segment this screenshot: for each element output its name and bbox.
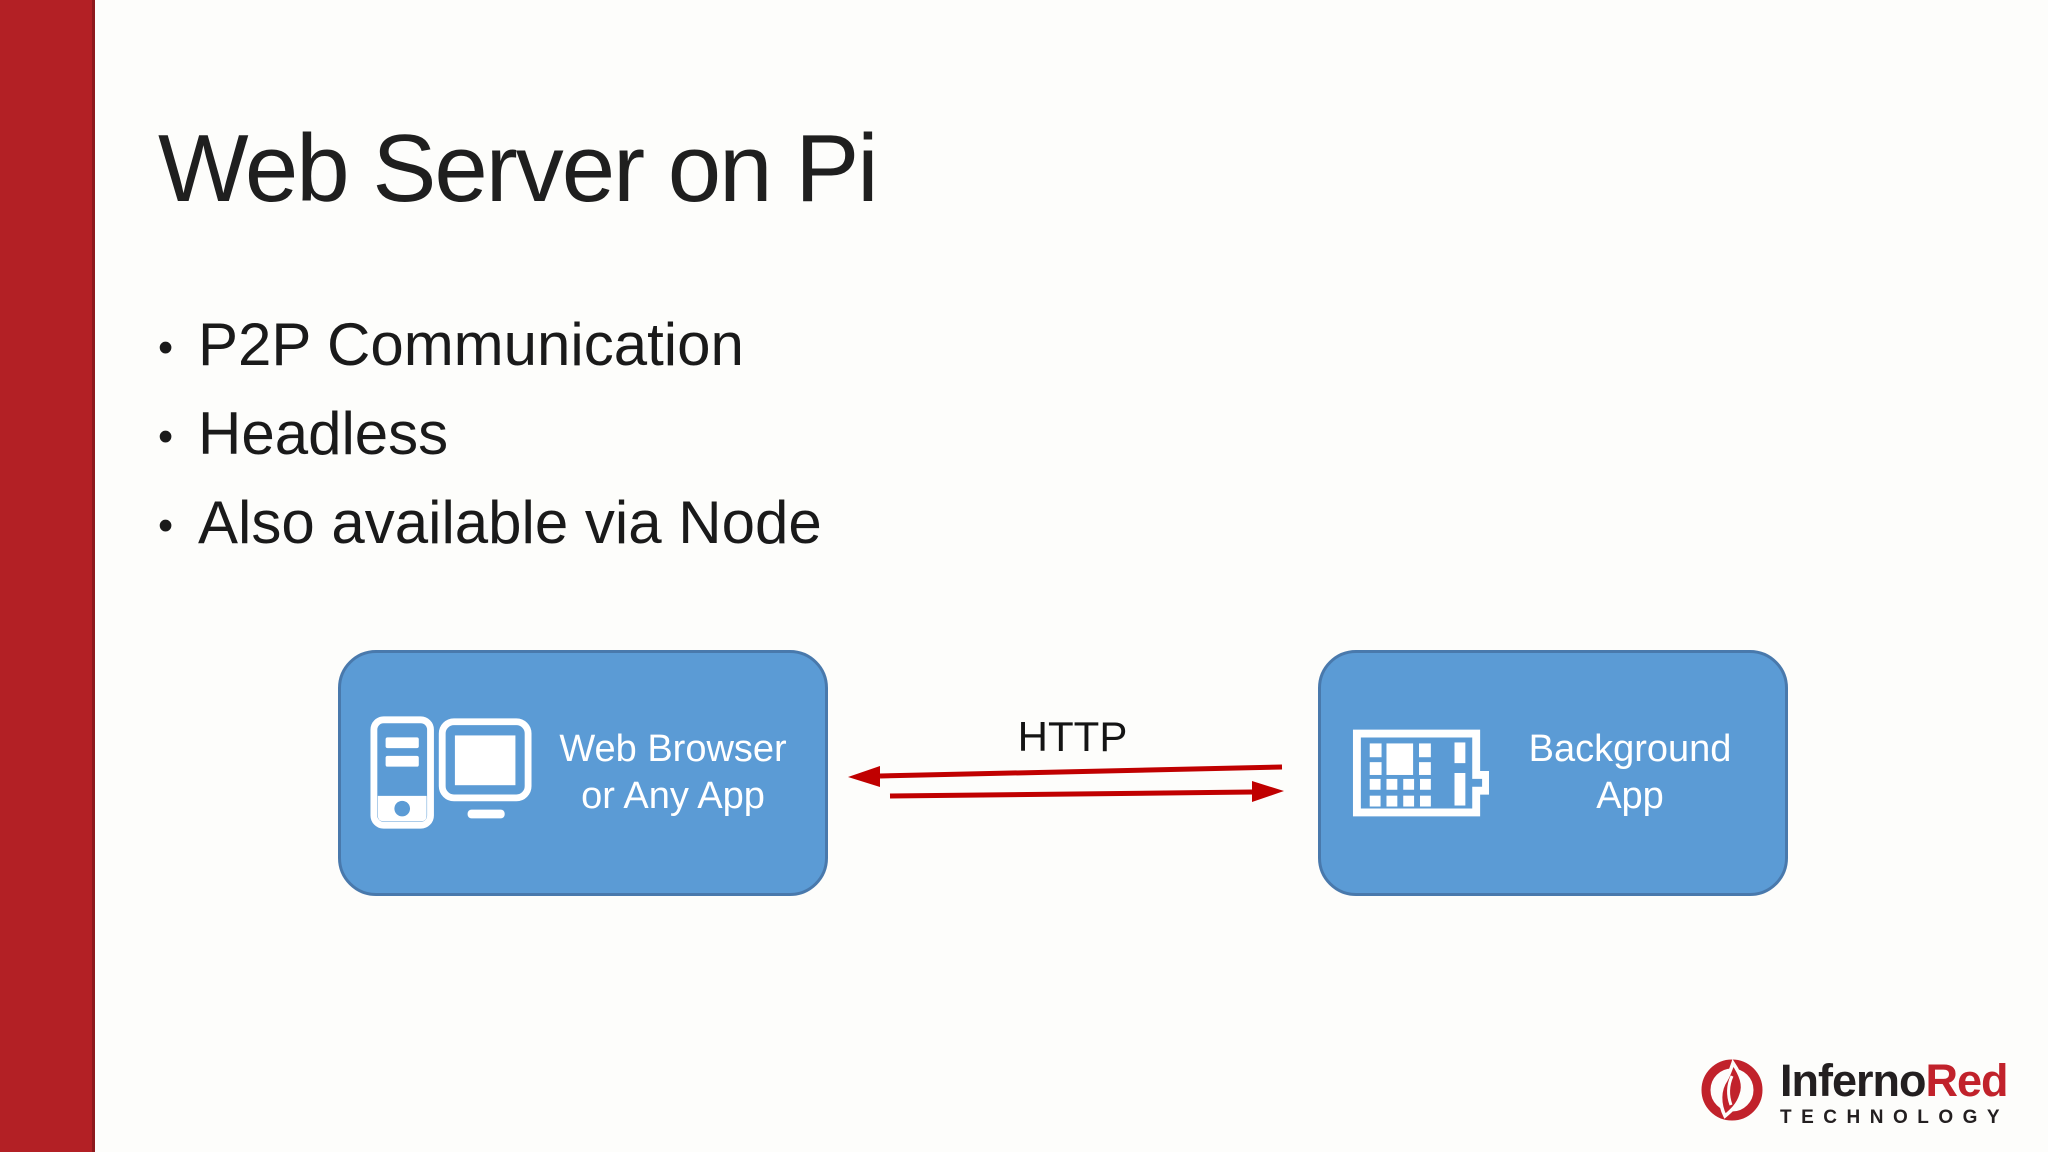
bullet-list: P2P Communication Headless Also availabl… <box>158 314 822 581</box>
connection-label: HTTP <box>1017 713 1128 760</box>
circuit-board-icon <box>1352 729 1489 817</box>
logo-subtitle: TECHNOLOGY <box>1780 1106 2010 1128</box>
node-label-line: Web Browser <box>559 728 787 770</box>
slide-title: Web Server on Pi <box>158 115 879 222</box>
logo-wordmark-dark: Inferno <box>1780 1055 1926 1106</box>
node-label: Web Browser or Any App <box>535 726 825 820</box>
bullet-item: Also available via Node <box>158 492 822 557</box>
flame-icon <box>1701 1059 1763 1121</box>
logo-wordmark: InfernoRed <box>1780 1058 2009 1103</box>
logo-wordmark-red: Red <box>1925 1055 2009 1106</box>
node-label-line: App <box>1596 775 1664 817</box>
desktop-computer-icon <box>370 716 532 829</box>
diagram-node-background-app: Background App <box>1318 650 1788 896</box>
accent-bar <box>0 0 95 1152</box>
logo-text: InfernoRed TECHNOLOGY <box>1780 1056 2009 1129</box>
node-label-line: Background <box>1528 728 1732 770</box>
node-label-line: or Any App <box>581 775 765 817</box>
bidirectional-arrows-icon <box>848 764 1284 802</box>
infernored-logo: InfernoRed TECHNOLOGY <box>1698 1056 2009 1129</box>
bullet-item: Headless <box>158 403 822 468</box>
diagram-node-web-browser: Web Browser or Any App <box>332 650 828 896</box>
node-label: Background App <box>1489 726 1785 820</box>
bullet-item: P2P Communication <box>158 314 822 379</box>
